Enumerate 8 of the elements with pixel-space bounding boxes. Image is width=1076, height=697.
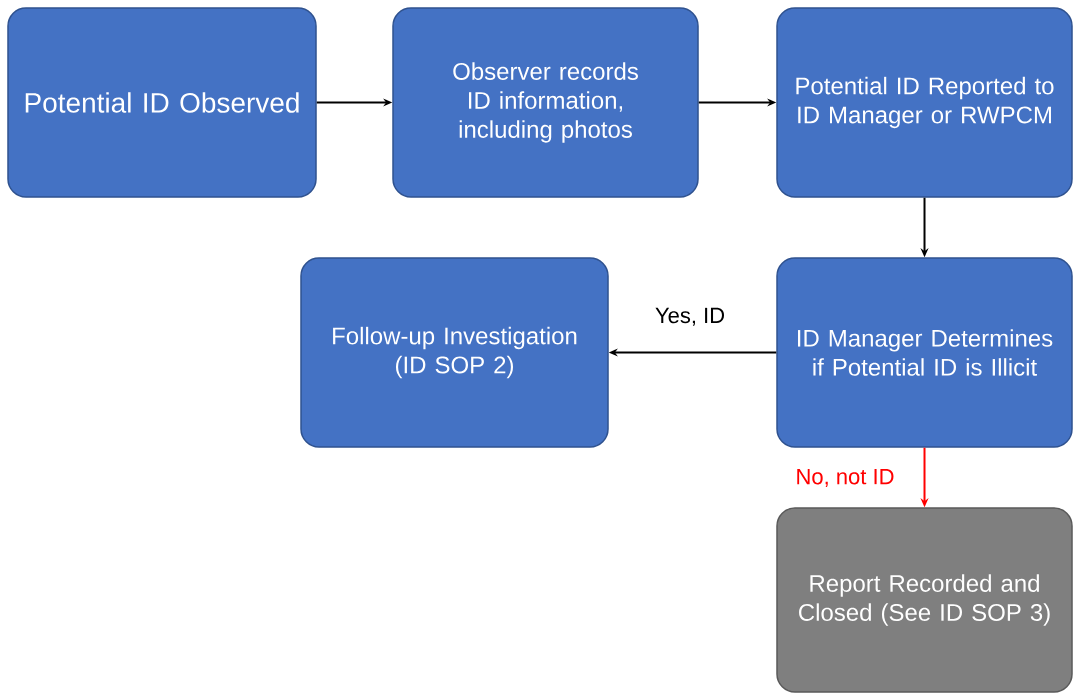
process-box: Observer records ID information, including photos (392, 7, 699, 198)
process-box: Report Recorded and Closed (See ID SOP 3) (776, 507, 1073, 693)
process-box: Potential ID Observed (7, 7, 317, 198)
edge-label: Yes, ID (652, 305, 728, 328)
process-box: Potential ID Reported to ID Manager or RWPCM (776, 7, 1073, 198)
process-box: Follow-up Investigation (ID SOP 2) (300, 257, 609, 448)
process-box: ID Manager Determines if Potential ID is Illicit (776, 257, 1073, 448)
edge-label: No, not ID (793, 467, 897, 489)
